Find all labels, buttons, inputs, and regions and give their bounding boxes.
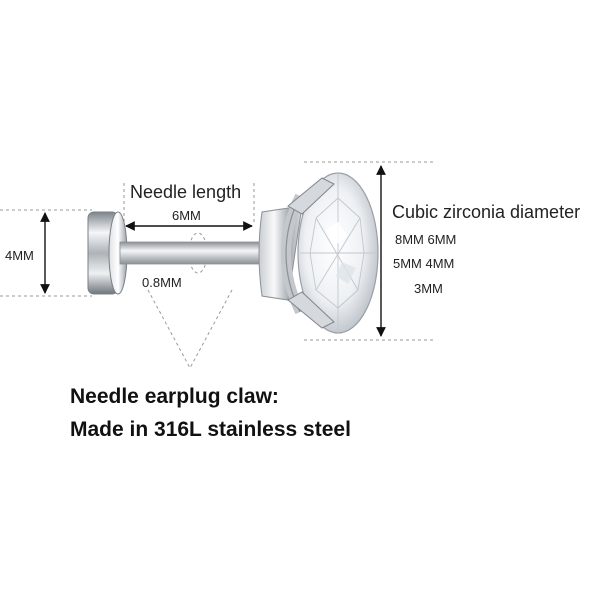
cubic-zirconia-stone: [297, 172, 379, 334]
claw-prongs: [287, 177, 335, 329]
needle-length-value: 6MM: [172, 208, 201, 223]
cz-diameter-title: Cubic zirconia diameter: [392, 202, 581, 222]
caption-line-2: Made in 316L stainless steel: [70, 418, 351, 441]
needle-thickness-label: 0.8MM: [142, 275, 182, 290]
cz-sizes-row-2: 5MM 4MM: [393, 256, 455, 271]
earring-back-ball: [87, 211, 128, 295]
earring-needle: [119, 241, 267, 265]
needle-length-label: Needle length: [130, 182, 242, 202]
claw-setting: [258, 193, 305, 315]
needle-callout-left: [147, 289, 191, 369]
guide-lines: [0, 161, 434, 369]
needle-callout-right: [189, 289, 233, 369]
prong-top: [287, 177, 335, 215]
cz-sizes-row-1: 8MM 6MM: [395, 232, 457, 247]
caption-line-1: Needle earplug claw:: [70, 385, 279, 408]
cz-sizes-row-3: 3MM: [414, 281, 443, 296]
prong-bottom: [287, 291, 335, 329]
ball-height-label: 4MM: [5, 248, 34, 263]
dimension-arrows: [40, 165, 386, 337]
